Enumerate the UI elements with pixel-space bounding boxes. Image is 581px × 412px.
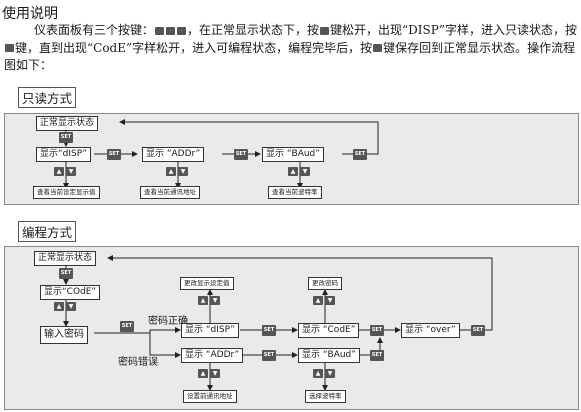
display-code-entry: 显示“COdE” bbox=[40, 285, 101, 300]
note-change-display-value: 更改显示设定值 bbox=[180, 277, 234, 290]
set-key-icon: SET bbox=[234, 149, 248, 160]
down-key-icon bbox=[177, 26, 187, 35]
set-key-icon: SET bbox=[370, 350, 384, 361]
set-key-icon: SET bbox=[59, 268, 73, 279]
up-arrow-icon: ▲ bbox=[166, 167, 176, 176]
set-key-icon: SET bbox=[370, 325, 384, 336]
set-key-icon bbox=[320, 26, 330, 35]
display-code: 显示 “CodE” bbox=[298, 323, 360, 338]
up-arrow-icon: ▲ bbox=[198, 369, 208, 378]
set-key-icon bbox=[373, 44, 383, 52]
label-password-correct: 密码正确 bbox=[148, 316, 188, 327]
down-arrow-icon: ▼ bbox=[300, 167, 310, 176]
display-baud: 显示 “BAud” bbox=[298, 348, 360, 363]
display-baud: 显示 “BAud” bbox=[262, 147, 324, 162]
note-view-disp: 查看当前设定显示值 bbox=[33, 186, 100, 199]
set-key-icon: SET bbox=[353, 149, 367, 160]
normal-display-state: 正常显示状态 bbox=[34, 251, 97, 266]
input-password: 输入密码 bbox=[40, 326, 88, 344]
down-arrow-icon: ▼ bbox=[66, 302, 76, 311]
set-key-icon: SET bbox=[59, 132, 73, 143]
up-arrow-icon: ▲ bbox=[54, 167, 64, 176]
note-set-address: 设置前通讯地址 bbox=[183, 390, 237, 403]
display-over: 显示 “over” bbox=[401, 323, 460, 338]
set-key-icon bbox=[5, 44, 14, 52]
up-arrow-icon: ▲ bbox=[313, 296, 323, 305]
up-key-icon bbox=[166, 26, 176, 35]
display-addr: 显示 “ADDr” bbox=[181, 348, 244, 363]
display-addr: 显示 “ADDr” bbox=[142, 147, 205, 162]
display-disp: 显示“dISP” bbox=[36, 147, 91, 162]
note-select-baud: 选择波特率 bbox=[305, 390, 346, 403]
section-title-readonly: 只读方式 bbox=[18, 87, 77, 108]
note-change-password: 更改密码 bbox=[308, 277, 342, 290]
note-view-addr: 查看当前通讯地址 bbox=[140, 186, 200, 199]
up-arrow-icon: ▲ bbox=[54, 302, 64, 311]
set-key-icon: SET bbox=[471, 325, 485, 336]
normal-display-state: 正常显示状态 bbox=[36, 116, 99, 131]
down-arrow-icon: ▼ bbox=[178, 167, 188, 176]
down-arrow-icon: ▼ bbox=[325, 296, 335, 305]
up-arrow-icon: ▲ bbox=[288, 167, 298, 176]
down-arrow-icon: ▼ bbox=[325, 369, 335, 378]
down-arrow-icon: ▼ bbox=[210, 369, 220, 378]
set-key-icon: SET bbox=[120, 321, 134, 332]
down-arrow-icon: ▼ bbox=[210, 296, 220, 305]
up-arrow-icon: ▲ bbox=[313, 369, 323, 378]
set-key-icon: SET bbox=[262, 325, 276, 336]
up-arrow-icon: ▲ bbox=[198, 296, 208, 305]
display-disp: 显示 “dISP” bbox=[181, 323, 239, 338]
set-key-icon: SET bbox=[107, 149, 121, 160]
note-view-baud: 查看当前波特率 bbox=[268, 186, 322, 199]
set-key-icon: SET bbox=[262, 350, 276, 361]
intro-paragraph: 仪表面板有三个按键：，在正常显示状态下，按键松开，出现“DISP”字样，进入只读… bbox=[4, 23, 577, 72]
page-title: 使用说明 bbox=[2, 6, 58, 22]
down-arrow-icon: ▼ bbox=[66, 167, 76, 176]
label-password-wrong: 密码错误 bbox=[118, 357, 158, 368]
set-key-icon bbox=[155, 26, 165, 35]
section-title-program: 编程方式 bbox=[18, 221, 77, 242]
